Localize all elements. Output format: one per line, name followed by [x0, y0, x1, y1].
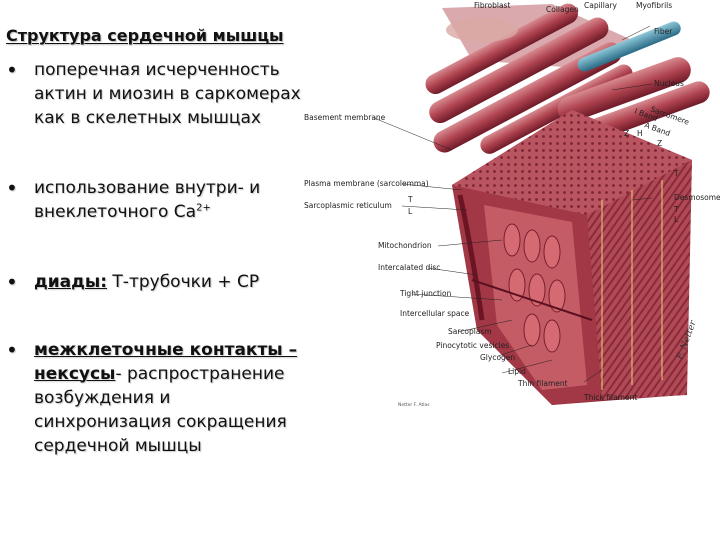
label-pinocytotic-vesicles: Pinocytotic vesicles [436, 341, 509, 350]
label-t-tubule: T [407, 195, 413, 204]
bullet-text: поперечная исчерченность [34, 60, 280, 80]
bullet-text: сердечной мышцы [34, 436, 202, 456]
label-plasma-membrane: Plasma membrane (sarcolemma) [304, 179, 429, 188]
bullet-text: актин и миозин в саркомерах [34, 84, 301, 104]
bullet-item: • диады: Т-трубочки + СР [6, 270, 259, 294]
bold-term: нексусы [34, 364, 116, 384]
bullet-item: • поперечная исчерченность актин и миози… [6, 58, 301, 130]
bullet-text: нексусы- распространение [34, 362, 297, 386]
label-mitochondrion: Mitochondrion [378, 241, 432, 250]
leader-lines [373, 25, 653, 383]
label-t-right-2: T [673, 205, 679, 214]
bullet-dot-icon: • [6, 270, 18, 294]
bullet-dot-icon: • [6, 176, 18, 200]
bullet-text: как в скелетных мышцах [34, 108, 261, 128]
label-thin-filament: Thin filament [517, 379, 568, 388]
label-z-left: Z [624, 129, 629, 138]
label-fibroblast: Fibroblast [474, 1, 510, 10]
label-sarcoplasm: Sarcoplasm [448, 327, 492, 336]
label-sarcoplasmic-reticulum: Sarcoplasmic reticulum [304, 201, 392, 210]
cardiac-muscle-illustration: Fibroblast Collagen Capillary Myofibrils… [302, 0, 720, 408]
label-z-right: Z [657, 139, 662, 148]
bold-term: межклеточные контакты – [34, 340, 298, 360]
bullet-item: • межклеточные контакты – нексусы- распр… [6, 338, 297, 458]
label-t-right: T [673, 169, 679, 178]
bullet-text-part: внеклеточного Са [34, 202, 197, 222]
bullet-text-part: - распространение [115, 364, 285, 384]
bullet-text: диады: Т-трубочки + СР [34, 270, 259, 294]
bullet-text: возбуждения и [34, 388, 171, 408]
label-h: H [637, 129, 643, 138]
label-nucleus: Nucleus [654, 79, 684, 88]
label-capillary: Capillary [584, 1, 618, 10]
figure-caption: Netter F. Atlas [398, 402, 430, 408]
label-l-system: L [408, 207, 413, 216]
slide-title: Структура сердечной мышцы [6, 26, 284, 45]
upper-fibers [425, 3, 710, 154]
bullet-text: синхронизация сокращения [34, 412, 287, 432]
label-a-band: A Band [643, 120, 671, 138]
bullet-dot-icon: • [6, 338, 18, 362]
label-lipid: Lipid [508, 367, 526, 376]
bullet-item: • использование внутри- и внеклеточного … [6, 176, 260, 224]
bullet-text: внеклеточного Са2+ [34, 200, 260, 224]
bullet-text: межклеточные контакты – [34, 338, 297, 362]
figure-labels: Fibroblast Collagen Capillary Myofibrils… [304, 1, 720, 408]
main-block [452, 110, 692, 405]
label-collagen: Collagen [546, 5, 579, 14]
bullet-dot-icon: • [6, 58, 18, 82]
label-thick-filament: Thick filament [583, 393, 637, 402]
label-intercalated-disc: Intercalated disc [378, 263, 440, 272]
label-basement-membrane: Basement membrane [304, 113, 386, 122]
label-fiber: Fiber [654, 27, 673, 36]
label-l-right: L [674, 215, 679, 224]
bullet-text: использование внутри- и [34, 178, 261, 198]
bullet-text-part: Т-трубочки + СР [107, 272, 260, 292]
label-intercellular-space: Intercellular space [400, 309, 470, 318]
label-desmosomes: Desmosomes [674, 193, 720, 202]
label-tight-junction: Tight junction [399, 289, 452, 298]
superscript: 2+ [196, 202, 211, 214]
cardiac-muscle-drawing: Fibroblast Collagen Capillary Myofibrils… [304, 1, 720, 408]
label-myofibrils: Myofibrils [636, 1, 672, 10]
label-glycogen: Glycogen [480, 353, 515, 362]
bold-term: диады: [34, 272, 108, 292]
